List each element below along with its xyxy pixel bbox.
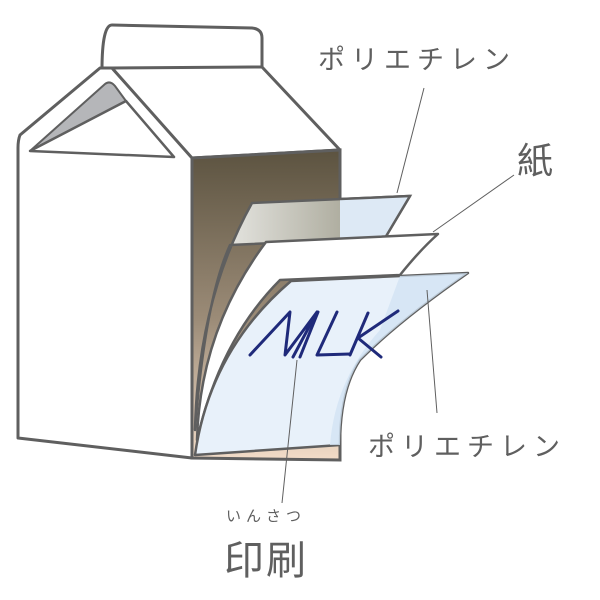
- leader-lines: [281, 87, 515, 504]
- label-print: 印刷: [224, 538, 308, 584]
- milk-print-text: [248, 309, 400, 359]
- layer-polyethylene-outer-tip: [340, 196, 410, 240]
- carton-gable: [28, 99, 176, 159]
- label-polyethylene-inner: ポリエチレン: [368, 432, 566, 463]
- label-print-ruby: いんさつ: [226, 507, 307, 525]
- label-paper: 紙: [517, 141, 554, 182]
- layer-printed-tint: [330, 273, 468, 445]
- label-polyethylene-outer: ポリエチレン: [318, 45, 516, 76]
- carton-top-tab: [100, 23, 264, 72]
- carton-gable-shadow: [29, 81, 128, 152]
